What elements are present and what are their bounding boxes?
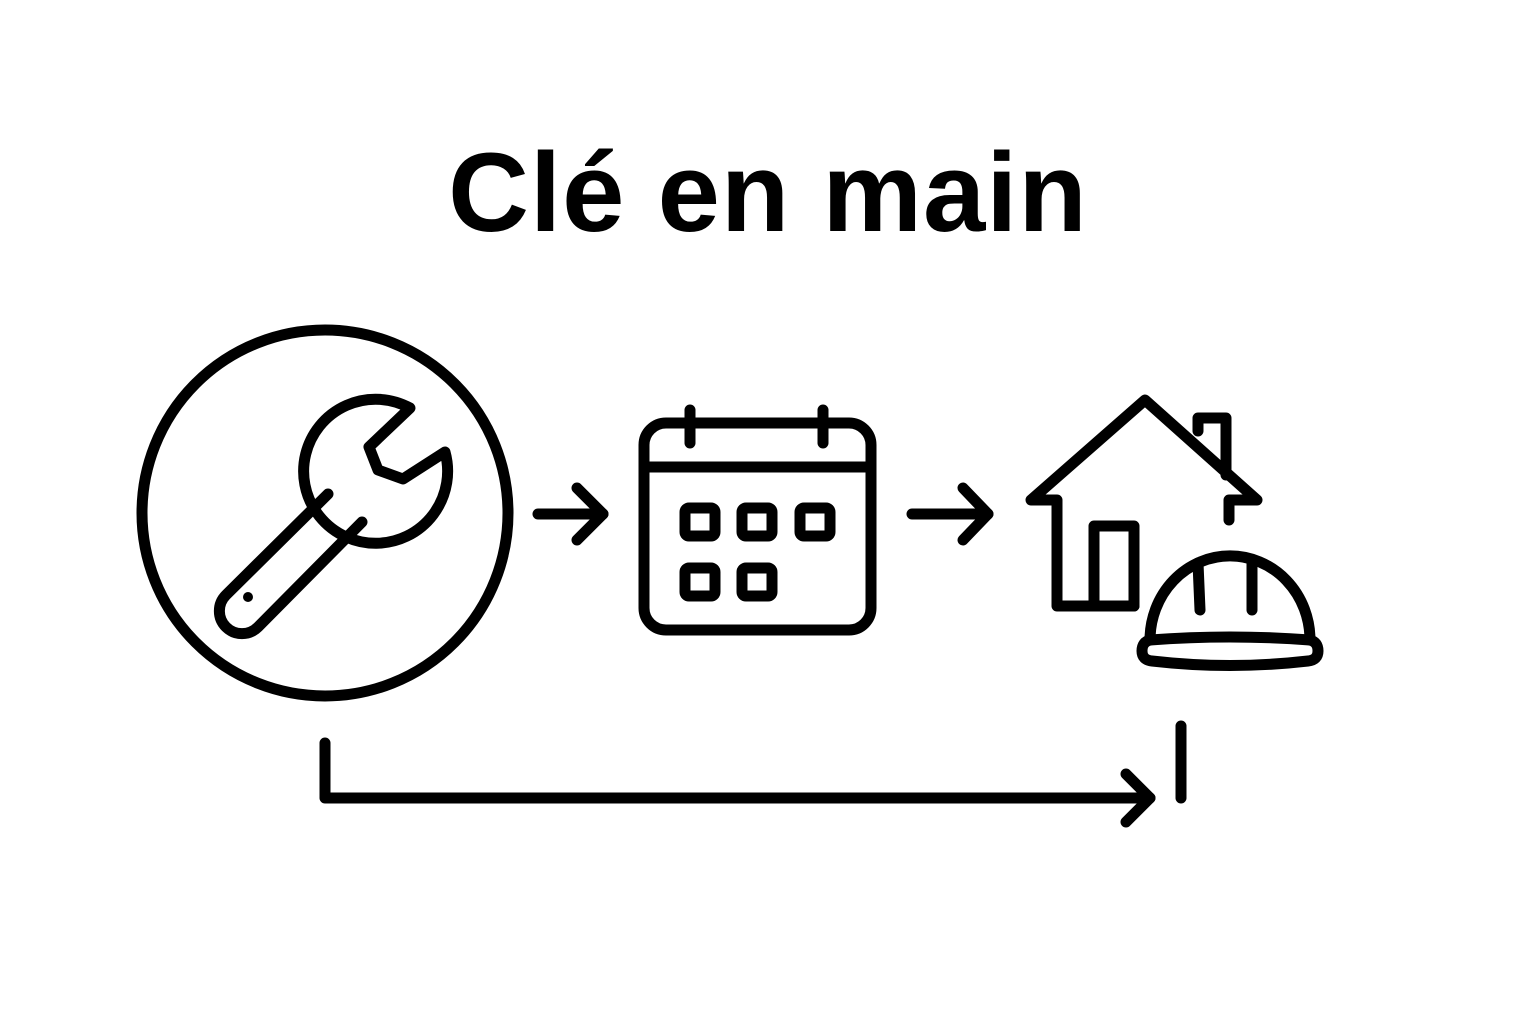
diagram-title: Clé en main [448,130,1088,255]
timeline-arrow-icon [319,720,1187,828]
wrench-circle-icon [136,324,514,702]
house-door [1088,520,1140,612]
hard-hat-dome [1144,550,1316,646]
timeline-path [319,737,1156,804]
calendar-frame [638,417,877,636]
calendar-day [679,562,721,602]
house-icon [1025,394,1263,612]
wrench-handle [213,488,368,640]
wrench-icon [213,393,454,640]
calendar-day [736,502,778,542]
circle-outline [136,324,514,702]
house-chimney [1192,412,1232,481]
hard-hat-icon [1136,550,1324,671]
calendar-day [736,562,778,602]
arrow-head [571,482,609,546]
calendar-icon [638,404,877,636]
arrow-head [957,482,994,546]
arrow-right-icon [532,482,609,546]
arrow-right-icon [906,482,994,546]
hard-hat-ridge-left [1192,557,1206,616]
timeline-arrowhead [1120,768,1156,828]
calendar-day [679,502,721,542]
wrench-head [298,393,454,549]
wrench-hole [243,592,253,602]
house-outline [1025,394,1263,612]
calendar-day [794,502,836,542]
hard-hat-brim [1136,631,1324,671]
